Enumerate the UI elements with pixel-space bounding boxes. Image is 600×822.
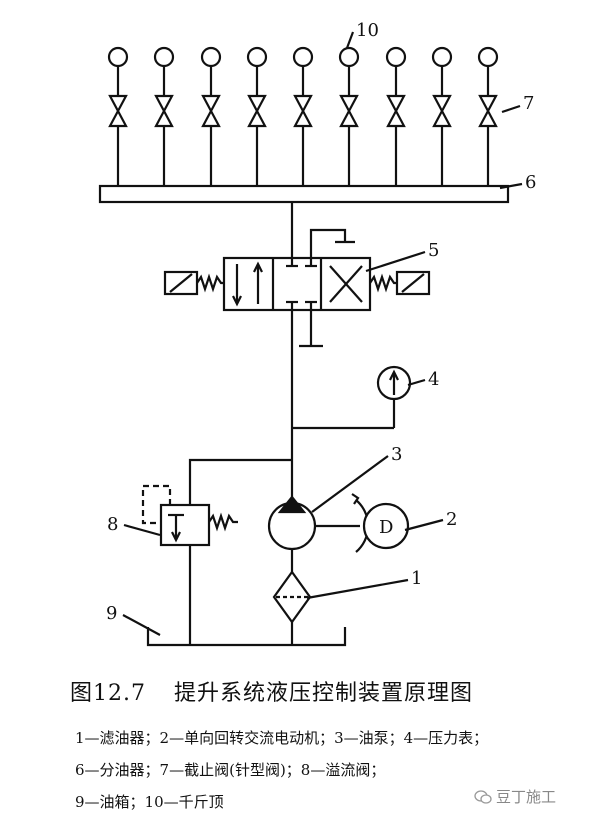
watermark: 豆丁施工 bbox=[474, 786, 556, 807]
jack-2 bbox=[153, 46, 175, 68]
relief-spring bbox=[208, 512, 238, 532]
stop-valve-6 bbox=[339, 94, 359, 128]
oil-tank bbox=[146, 627, 347, 647]
label-8: 8 bbox=[107, 514, 118, 535]
stop-valve-4 bbox=[247, 94, 267, 128]
label-6: 6 bbox=[525, 172, 536, 193]
valve-return-line bbox=[309, 228, 347, 258]
stop-valve-9 bbox=[478, 94, 498, 128]
jack-7 bbox=[385, 46, 407, 68]
legend-line-2: 6—分油器；7—截止阀(针型阀)；8—溢流阀； bbox=[75, 761, 386, 779]
motor-label: D bbox=[379, 517, 393, 538]
figure-title: 提升系统液压控制装置原理图 bbox=[174, 681, 474, 706]
legend-line-3: 9—油箱；10—千斤顶 bbox=[75, 793, 224, 811]
label-5: 5 bbox=[428, 240, 439, 261]
motor bbox=[362, 502, 410, 550]
jack-5 bbox=[292, 46, 314, 68]
left-spring bbox=[196, 273, 224, 293]
relief-valve bbox=[159, 503, 211, 547]
figure-number: 图12.7 bbox=[70, 681, 146, 706]
wechat-icon bbox=[474, 789, 492, 804]
directional-valve bbox=[222, 256, 372, 312]
jack-4 bbox=[246, 46, 268, 68]
label-1: 1 bbox=[411, 568, 422, 589]
right-spring bbox=[369, 273, 397, 293]
stop-valve-8 bbox=[432, 94, 452, 128]
label-7: 7 bbox=[523, 93, 534, 114]
jack-8 bbox=[431, 46, 453, 68]
stop-valve-5 bbox=[293, 94, 313, 128]
label-10: 10 bbox=[356, 20, 379, 41]
label-3: 3 bbox=[391, 444, 402, 465]
label-9: 9 bbox=[106, 603, 117, 624]
stop-valve-2 bbox=[154, 94, 174, 128]
hydraulic-schematic: 10 7 6 5 4 3 2 1 8 9 D bbox=[98, 20, 536, 647]
jack-9 bbox=[477, 46, 499, 68]
stop-valve-7 bbox=[386, 94, 406, 128]
stop-valve-3 bbox=[201, 94, 221, 128]
figure-caption: 图12.7 提升系统液压控制装置原理图 bbox=[70, 675, 473, 707]
oil-distributor bbox=[98, 184, 510, 204]
relief-pilot-line bbox=[141, 484, 172, 525]
watermark-text: 豆丁施工 bbox=[496, 788, 557, 806]
jack-6 bbox=[338, 46, 360, 68]
label-2: 2 bbox=[446, 509, 457, 530]
jack-branches bbox=[107, 46, 499, 186]
jack-3 bbox=[200, 46, 222, 68]
stop-valve-1 bbox=[108, 94, 128, 128]
relief-branch-line bbox=[188, 458, 292, 505]
jack-1 bbox=[107, 46, 129, 68]
label-4: 4 bbox=[428, 369, 439, 390]
legend-line-1: 1—滤油器；2—单向回转交流电动机；3—油泵；4—压力表； bbox=[75, 729, 489, 747]
